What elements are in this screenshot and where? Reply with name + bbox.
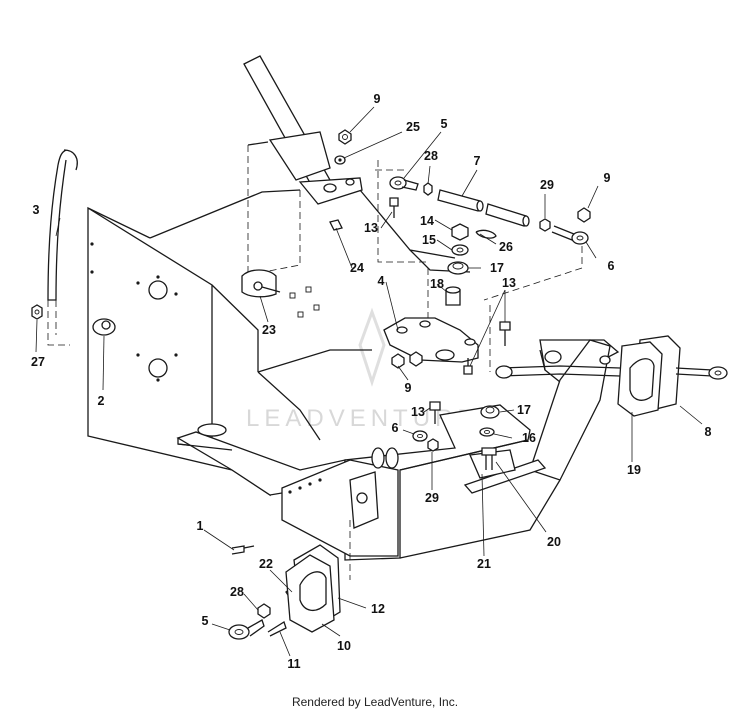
label-part-28: 28	[424, 149, 438, 163]
label-part-20: 20	[547, 535, 561, 549]
label-part-7: 7	[474, 154, 481, 168]
label-part-13: 13	[502, 276, 516, 290]
control-tube	[243, 55, 363, 205]
watermark-logo	[358, 307, 386, 387]
label-part-8: 8	[705, 425, 712, 439]
label-part-25: 25	[406, 120, 420, 134]
right-mount	[281, 339, 620, 580]
label-part-17: 17	[490, 261, 504, 275]
label-part-22: 22	[259, 557, 273, 571]
label-part-27: 27	[31, 355, 45, 369]
label-part-18: 18	[430, 277, 444, 291]
label-part-9: 9	[405, 381, 412, 395]
label-part-28: 28	[230, 585, 244, 599]
label-part-11: 11	[287, 657, 300, 671]
label-part-13: 13	[411, 405, 425, 419]
label-part-13: 13	[364, 221, 378, 235]
label-part-12: 12	[371, 602, 385, 616]
label-part-6: 6	[608, 259, 615, 273]
leader-lines	[35, 106, 703, 657]
label-part-17: 17	[517, 403, 531, 417]
label-part-4: 4	[378, 274, 385, 288]
label-part-19: 19	[627, 463, 641, 477]
label-part-15: 15	[422, 233, 436, 247]
label-part-3: 3	[33, 203, 40, 217]
hardware-parts	[31, 129, 728, 640]
label-part-14: 14	[420, 214, 434, 228]
label-part-29: 29	[425, 491, 439, 505]
label-part-5: 5	[202, 614, 209, 628]
label-part-1: 1	[197, 519, 204, 533]
handle-tube	[47, 149, 78, 346]
label-part-24: 24	[350, 261, 364, 275]
label-part-29: 29	[540, 178, 554, 192]
label-part-26: 26	[499, 240, 513, 254]
label-part-10: 10	[337, 639, 351, 653]
label-part-16: 16	[522, 431, 536, 445]
label-part-9: 9	[604, 171, 611, 185]
part-labels: 1234556678999101112131313141516171718192…	[31, 92, 711, 671]
linkage-bracket	[383, 317, 479, 369]
footer-credit: Rendered by LeadVenture, Inc.	[292, 695, 458, 709]
label-part-9: 9	[374, 92, 381, 106]
label-part-21: 21	[477, 557, 491, 571]
label-part-2: 2	[98, 394, 105, 408]
label-part-23: 23	[262, 323, 276, 337]
label-part-6: 6	[392, 421, 399, 435]
label-part-5: 5	[441, 117, 448, 131]
